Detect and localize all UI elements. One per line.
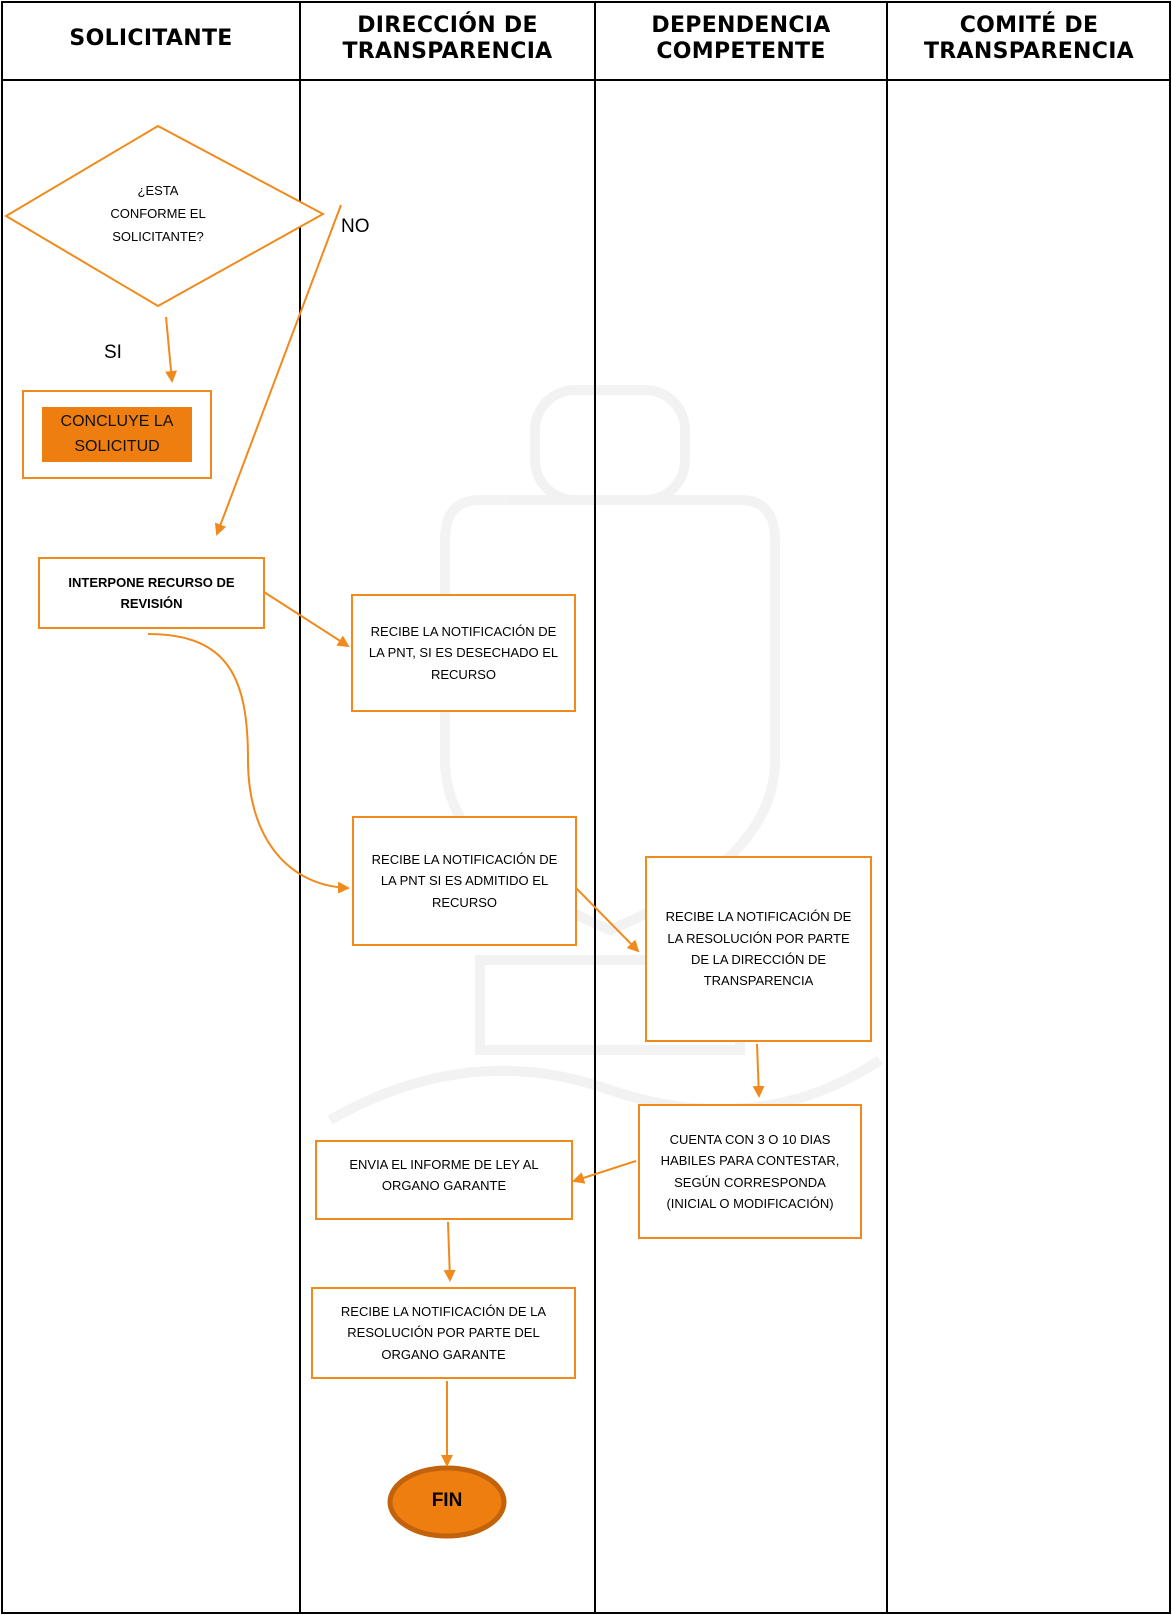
arrow-interpone-to-recibe-desechado: [263, 591, 350, 648]
node-concluye-solicitud: CONCLUYE LA SOLICITUD: [22, 390, 212, 479]
node-concluye-solicitud-label: CONCLUYE LA SOLICITUD: [42, 407, 192, 462]
node-recibe-resolucion-direccion: RECIBE LA NOTIFICACIÓN DE LA RESOLUCIÓN …: [645, 856, 872, 1042]
node-recibe-resolucion-organo: RECIBE LA NOTIFICACIÓN DE LA RESOLUCIÓN …: [311, 1287, 576, 1379]
arrow-decision-no-to-interpone: [214, 204, 342, 536]
lane-header-direccion-transparencia: DIRECCIÓN DE TRANSPARENCIA: [342, 12, 553, 64]
node-interpone-recurso: INTERPONE RECURSO DE REVISIÓN: [38, 557, 265, 629]
arrow-resolucion-dt-to-cuenta: [752, 1043, 765, 1098]
decision-label: ¿ESTA CONFORME EL SOLICITANTE?: [110, 183, 206, 244]
branch-label-no: NO: [341, 216, 370, 237]
lane-header-comite-transparencia: COMITÉ DE TRANSPARENCIA: [924, 12, 1134, 64]
arrow-decision-to-concluye: [165, 316, 178, 383]
lane-header-dependencia-competente: DEPENDENCIA COMPETENTE: [651, 12, 831, 64]
node-envia-informe: ENVIA EL INFORME DE LEY AL ORGANO GARANT…: [315, 1140, 573, 1220]
branch-label-si: SI: [104, 342, 122, 363]
decision-diamond: [4, 124, 326, 308]
node-recibe-notificacion-desechado: RECIBE LA NOTIFICACIÓN DE LA PNT, SI ES …: [351, 594, 576, 712]
arrow-cuenta-to-envia: [572, 1160, 637, 1184]
arrow-admitido-to-resolucion-dt: [575, 887, 640, 953]
lane-header-solicitante: SOLICITANTE: [69, 25, 233, 51]
fin-label: FIN: [431, 1490, 463, 1511]
arrow-envia-to-recibe-og: [443, 1221, 456, 1282]
node-cuenta-con-dias: CUENTA CON 3 O 10 DIAS HABILES PARA CONT…: [638, 1104, 862, 1239]
fin-terminal: [387, 1465, 507, 1539]
node-recibe-notificacion-admitido: RECIBE LA NOTIFICACIÓN DE LA PNT SI ES A…: [352, 816, 577, 946]
arrow-interpone-to-recibe-admitido: [147, 633, 350, 894]
